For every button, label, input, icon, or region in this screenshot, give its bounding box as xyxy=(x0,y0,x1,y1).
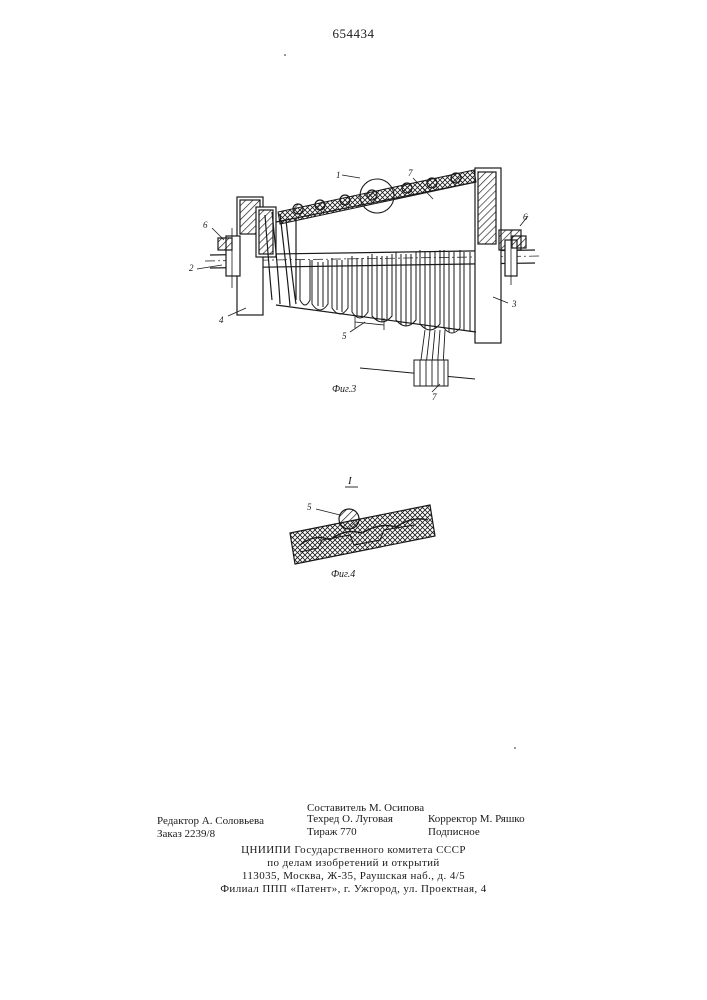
fluted-rollers xyxy=(300,250,470,333)
callout-nut-left: 6 xyxy=(203,220,208,230)
figure-4 xyxy=(290,487,435,564)
callout-shaft: 2 xyxy=(189,263,194,273)
order: Заказ 2239/8 xyxy=(157,828,215,841)
figure4-caption: Фиг.4 xyxy=(331,569,355,580)
callout-strand: 7 xyxy=(432,392,437,402)
nut-left xyxy=(212,228,232,250)
figure3-caption: Фиг.3 xyxy=(332,384,356,395)
callout-roller: 7 xyxy=(408,168,413,178)
imprint-line-1: ЦНИИПИ Государственного комитета СССР xyxy=(0,844,707,857)
imprint-line-4: Филиал ППП «Патент», г. Ужгород, ул. Про… xyxy=(0,883,707,896)
imprint-line-2: по делам изобретений и открытий xyxy=(0,857,707,870)
speck xyxy=(514,747,516,749)
callout-nut-right: 6 xyxy=(523,212,528,222)
techeditor: Техред О. Луговая xyxy=(307,813,393,826)
callout-flange-right: 3 xyxy=(511,299,517,309)
winding-layer xyxy=(278,170,476,224)
speck xyxy=(284,54,286,56)
callout-flange-left: 4 xyxy=(219,315,224,325)
corrector: Корректор М. Ряшко xyxy=(428,813,525,826)
right-flange xyxy=(475,168,521,343)
imprint-line-3: 113035, Москва, Ж-35, Раушская наб., д. … xyxy=(0,870,707,883)
figure-3 xyxy=(197,168,540,392)
circulation: Тираж 770 xyxy=(307,826,357,839)
figure4-title: I xyxy=(347,475,353,487)
callout-pitch: 5 xyxy=(342,331,347,341)
editor: Редактор А. Соловьева xyxy=(157,815,264,828)
strand-bundle xyxy=(360,330,475,386)
figure4-callout: 5 xyxy=(307,502,312,512)
callout-detail: 1 xyxy=(336,170,341,180)
conical-drum xyxy=(276,182,476,332)
subscription: Подписное xyxy=(428,826,480,839)
